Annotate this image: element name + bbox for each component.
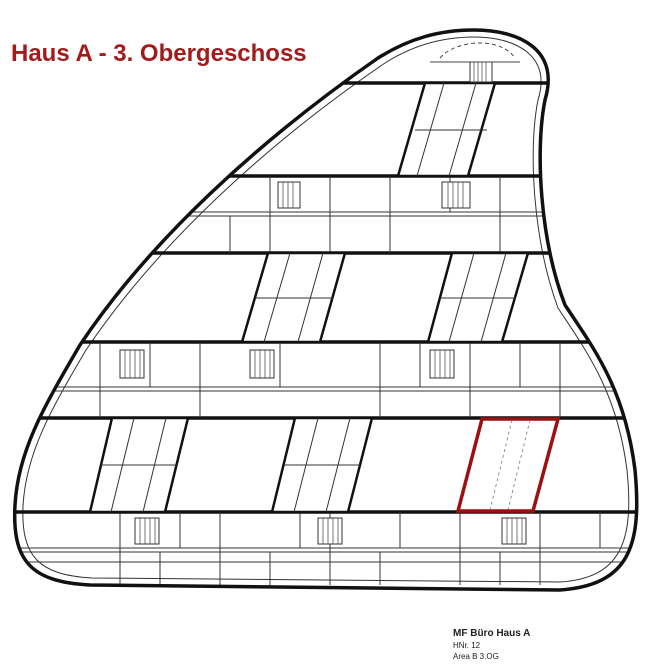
page-title: Haus A - 3. Obergeschoss [11,40,307,67]
legend-area: Area B 3.OG [453,652,499,661]
legend-building: MF Büro Haus A [453,628,531,639]
entrance-canopy [430,42,520,63]
highlighted-area [455,417,561,513]
building-outline [12,28,639,592]
thin-walls [14,176,637,585]
legend: MF Büro Haus A HNr. 12 Area B 3.OG [453,627,530,662]
stair-treads [124,62,523,544]
legend-house-number: HNr. 12 [453,641,481,650]
wing-interiors [101,82,516,513]
inner-outline [22,36,630,583]
